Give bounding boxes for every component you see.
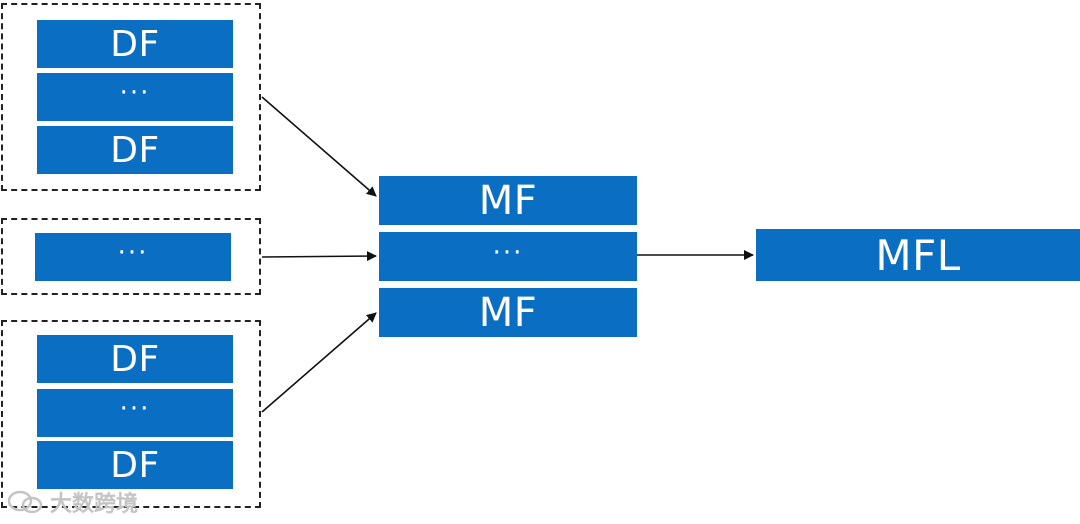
watermark: 大数跨境	[6, 486, 138, 518]
wechat-logo-icon	[7, 490, 43, 514]
df-group-top	[1, 3, 261, 191]
mf-box-1: MF	[379, 176, 637, 225]
arrow-bottom-to-mf	[261, 312, 377, 413]
df-box-bottom-1: DF	[37, 335, 233, 383]
df-group-middle	[1, 218, 261, 295]
arrow-top-to-mf	[261, 96, 377, 197]
df-group-bottom	[1, 320, 261, 508]
watermark-text: 大数跨境	[50, 492, 139, 517]
arrow-middle-to-mf	[261, 251, 377, 262]
df-box-bottom-ellipsis: ···	[37, 389, 233, 437]
df-box-top-1: DF	[37, 20, 233, 68]
df-box-top-ellipsis: ···	[37, 73, 233, 121]
df-box-top-2: DF	[37, 126, 233, 174]
mf-box-2: MF	[379, 288, 637, 337]
df-box-bottom-2: DF	[37, 441, 233, 489]
mfl-box: MFL	[756, 229, 1080, 281]
mf-box-ellipsis: ···	[379, 232, 637, 281]
df-box-middle-ellipsis: ···	[35, 233, 231, 281]
